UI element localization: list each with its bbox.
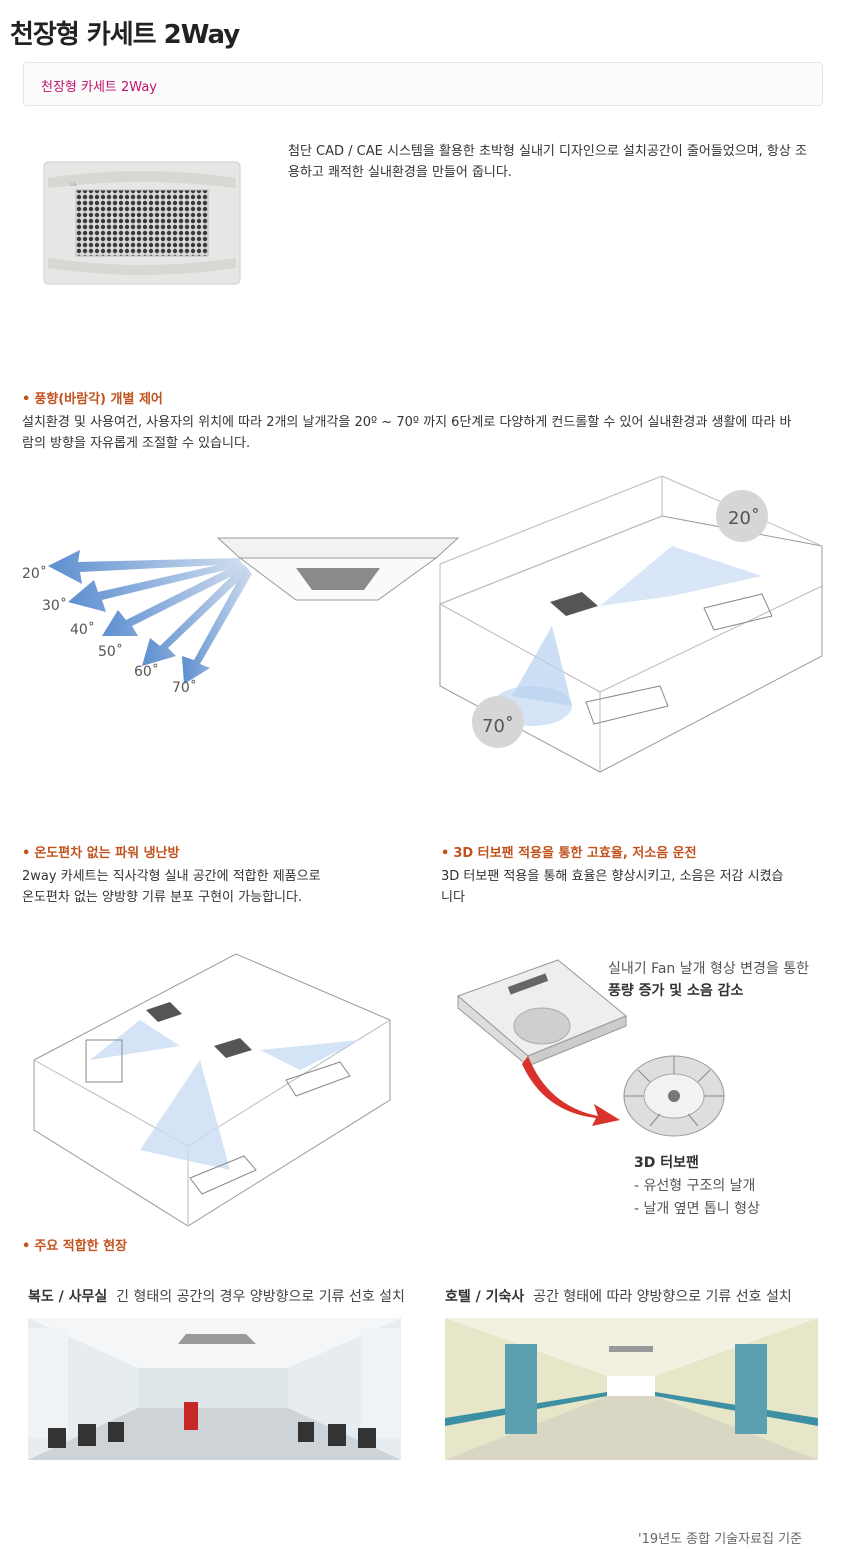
section-turbofan-text: 3D 터보팬 적용을 통해 효율은 향상시키고, 소음은 저감 시켰습니다: [441, 869, 784, 905]
room-badge-bottom: 70˚: [482, 716, 514, 737]
breadcrumb: 천장형 카세트 2Way: [23, 62, 823, 106]
turbofan-image: [623, 1055, 725, 1137]
page-title: 천장형 카세트 2Way: [10, 20, 240, 50]
fan-feature-2: - 날개 옆면 톱니 형상: [634, 1201, 760, 1217]
angle-label-60: 60˚: [134, 663, 159, 680]
svg-text:LG: LG: [70, 182, 77, 188]
site-hotel-caption: 호텔 / 기숙사 공간 형태에 따라 양방향으로 기류 선호 설치: [445, 1286, 792, 1306]
fan-feature-1: - 유선형 구조의 날개: [634, 1178, 756, 1194]
section-power-text: 2way 카세트는 직사각형 실내 공간에 적합한 제품으로 온도편차 없는 양…: [22, 869, 321, 905]
section-power-title: •온도편차 없는 파워 냉난방: [22, 846, 180, 861]
angle-label-40: 40˚: [70, 621, 95, 638]
section-turbofan-title: •3D 터보팬 적용을 통한 고효율, 저소음 운전: [441, 846, 697, 861]
fan-caption-line1: 실내기 Fan 날개 형상 변경을 통한: [608, 961, 810, 977]
site-hotel-desc: 공간 형태에 따라 양방향으로 기류 선호 설치: [533, 1289, 792, 1305]
hotel-corridor-photo: [445, 1318, 818, 1460]
section-wind-direction-text: 설치환경 및 사용여건, 사용자의 위치에 따라 2개의 날개각을 20º ~ …: [22, 415, 792, 451]
breadcrumb-label: 천장형 카세트 2Way: [41, 80, 157, 95]
fan-title: 3D 터보팬: [634, 1155, 699, 1171]
site-office-desc: 긴 형태의 공간의 경우 양방향으로 기류 선호 설치: [116, 1289, 405, 1305]
angle-label-70: 70˚: [172, 679, 197, 696]
footer-note: '19년도 종합 기술자료집 기준: [638, 1532, 803, 1547]
intro-text: 첨단 CAD / CAE 시스템을 활용한 초박형 실내기 디자인으로 설치공간…: [288, 144, 807, 180]
site-office-caption: 복도 / 사무실 긴 형태의 공간의 경우 양방향으로 기류 선호 설치: [28, 1286, 405, 1306]
fan-caption-line2: 풍량 증가 및 소음 감소: [608, 983, 744, 999]
site-office-label: 복도 / 사무실: [28, 1289, 108, 1305]
cassette-unit-image: [457, 959, 627, 1126]
product-image: LG: [43, 161, 241, 285]
room-airflow-diagram: 20˚ 70˚: [439, 476, 823, 773]
office-room-diagram: [33, 953, 391, 1227]
section-wind-direction-title: •풍향(바람각) 개별 제어: [22, 392, 163, 407]
angle-label-50: 50˚: [98, 643, 123, 660]
wind-angle-diagram: 20˚ 30˚ 40˚ 50˚ 60˚ 70˚: [22, 537, 460, 696]
office-photo: [28, 1318, 401, 1460]
section-sites-title: •주요 적합한 현장: [22, 1239, 128, 1254]
angle-label-30: 30˚: [42, 597, 67, 614]
site-hotel-label: 호텔 / 기숙사: [445, 1289, 525, 1305]
angle-label-20: 20˚: [22, 565, 47, 582]
room-badge-top: 20˚: [728, 508, 760, 529]
